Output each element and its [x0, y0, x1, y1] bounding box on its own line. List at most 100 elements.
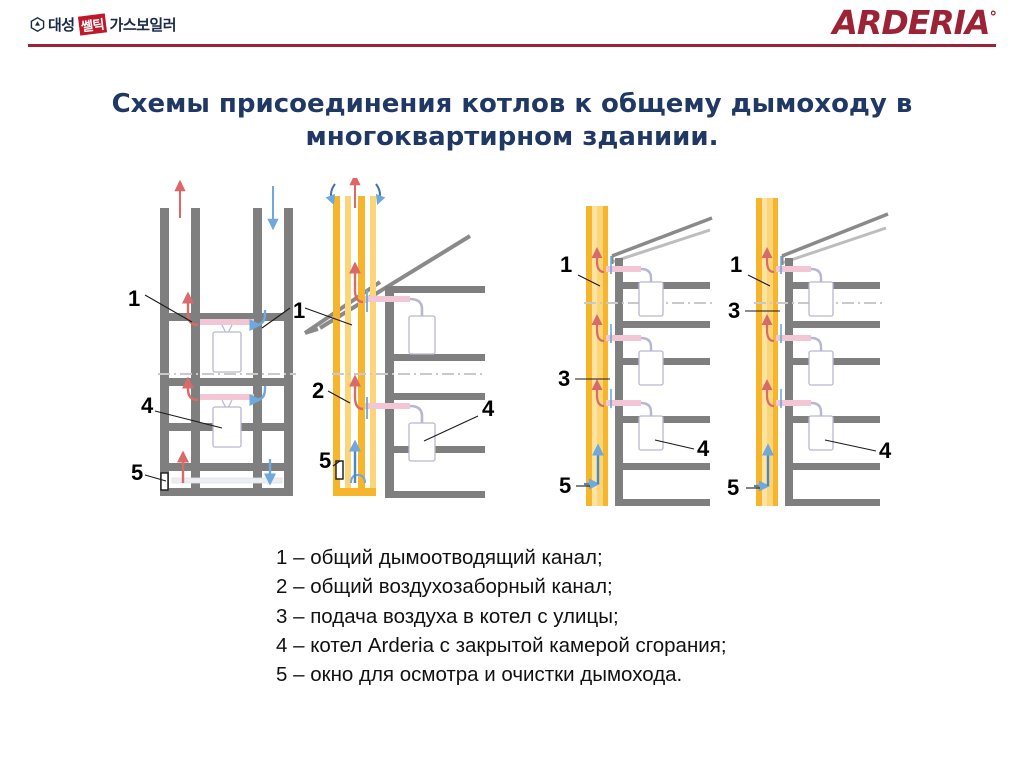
building-wall	[785, 258, 793, 506]
boiler-unit	[808, 281, 834, 317]
callout-d3-4: 4	[697, 436, 710, 461]
boiler-unit	[638, 281, 664, 317]
diagram-4	[745, 198, 889, 506]
diagram-1	[144, 179, 296, 496]
arderia-degree-mark: °	[989, 8, 997, 26]
chimney-fill	[592, 206, 597, 506]
boiler-flue-elbow	[640, 336, 653, 353]
leader-line	[144, 294, 193, 323]
legend-item: 4 – котел Arderia с закрытой камерой сго…	[276, 633, 727, 657]
boiler-unit	[638, 350, 664, 386]
callout-d4-4: 4	[879, 438, 892, 463]
boiler-unit	[808, 350, 834, 386]
exhaust-arrow	[761, 247, 775, 274]
exhaust-arrow	[591, 247, 605, 274]
leader-line	[332, 460, 341, 467]
recycle-hexagon-icon	[30, 16, 45, 33]
flue-duct	[365, 403, 410, 409]
boiler-unit	[808, 415, 834, 451]
leader-line	[261, 307, 291, 329]
leader-line	[154, 410, 223, 429]
leader-line	[747, 274, 771, 287]
floor-slab	[160, 313, 293, 321]
floor-slab-base	[615, 499, 710, 506]
leader-line	[144, 474, 167, 482]
chimney-wall-left	[756, 198, 762, 506]
callout-d3-5: 5	[559, 473, 571, 498]
boiler-flue-elbow	[810, 267, 823, 284]
exhaust-arrow	[761, 379, 775, 408]
leader-line	[824, 439, 877, 452]
leader-line	[577, 274, 601, 287]
floor-slab-base	[385, 491, 485, 498]
boiler-unit	[408, 422, 436, 462]
callout-d1-1: 1	[128, 286, 140, 311]
diagram-2	[303, 178, 485, 498]
flue-duct	[776, 400, 811, 406]
floor-slab	[615, 321, 710, 328]
flue-duct	[776, 335, 811, 341]
inspection-window	[160, 472, 169, 491]
legend-item: 5 – окно для осмотра и очистки дымохода.	[276, 663, 683, 687]
intake-down-arrow	[375, 183, 386, 206]
chimney-wall-right	[773, 198, 778, 506]
exhaust-arrow	[591, 314, 605, 343]
shaft-divider-wall-right	[253, 208, 262, 496]
air-return-path	[350, 473, 366, 484]
coaxial-outer-wall-left	[333, 196, 340, 496]
chimney-schematics-svg: 1 4 5 1 2 5 4 1 3 4 5 1 3 4 5	[128, 178, 892, 506]
exhaust-arrow	[182, 376, 199, 402]
callout-d2-4: 4	[482, 396, 495, 421]
callout-d1-4: 4	[141, 393, 154, 418]
leader-line	[304, 307, 353, 326]
floor-slab	[385, 393, 485, 400]
callout-d2-5: 5	[319, 448, 331, 473]
coaxial-outer-wall-right	[370, 196, 376, 496]
floor-slab	[785, 463, 880, 470]
floor-slab	[160, 463, 293, 471]
chimney-fill	[762, 198, 767, 506]
boiler-flue-elbow	[409, 297, 424, 319]
boiler-unit	[638, 415, 664, 451]
header-divider	[28, 44, 996, 47]
intake-down-arrow	[325, 183, 336, 206]
arderia-logo: ARDERIA°	[832, 6, 997, 39]
boiler-flue-elbow	[810, 336, 823, 353]
boiler-flue-elbow	[810, 401, 823, 418]
building-wall	[615, 258, 623, 506]
floor-slab	[160, 378, 293, 386]
flue-duct	[365, 296, 410, 302]
roof-underside	[781, 226, 887, 265]
boiler-flue-elbow	[640, 401, 653, 418]
chimney-core	[767, 198, 773, 506]
exhaust-arrow	[761, 314, 775, 343]
logo-kr-suffix: 가스보일러	[109, 16, 177, 34]
callout-labels: 1 4 5 1 2 5 4 1 3 4 5 1 3 4 5	[128, 252, 892, 500]
coaxial-base	[340, 488, 376, 496]
exhaust-arrow	[591, 379, 605, 408]
page-title: Схемы присоединения котлов к общему дымо…	[62, 88, 962, 155]
callout-d3-3: 3	[558, 366, 570, 391]
exhaust-arrow	[182, 291, 199, 327]
logo-kr-accent: 쎌틱	[77, 13, 107, 36]
leader-line	[423, 415, 479, 442]
boiler-flue-elbow	[409, 404, 424, 426]
chimney-wall-right	[603, 206, 608, 506]
flue-duct	[606, 400, 641, 406]
floor-slab-base	[785, 499, 880, 506]
roof-slope-right	[318, 234, 472, 330]
exhaust-arrow	[349, 374, 364, 411]
diagram-stage: 1 4 5 1 2 5 4 1 3 4 5 1 3 4 5	[0, 178, 1024, 523]
callout-d2-2: 2	[312, 378, 324, 403]
roof-eave	[304, 327, 319, 335]
flue-duct	[228, 394, 254, 400]
legend-item: 1 – общий дымоотводящий канал;	[276, 546, 603, 569]
floor-slab	[385, 354, 485, 361]
building-wall	[385, 286, 394, 498]
logo-kr-prefix: 대성	[48, 16, 75, 34]
intake-arrow	[249, 386, 267, 407]
flue-duct	[200, 394, 253, 400]
intake-arrow	[249, 310, 267, 332]
page-title-line-2: многоквартирном зданиии.	[305, 122, 719, 153]
leader-line	[327, 390, 351, 404]
